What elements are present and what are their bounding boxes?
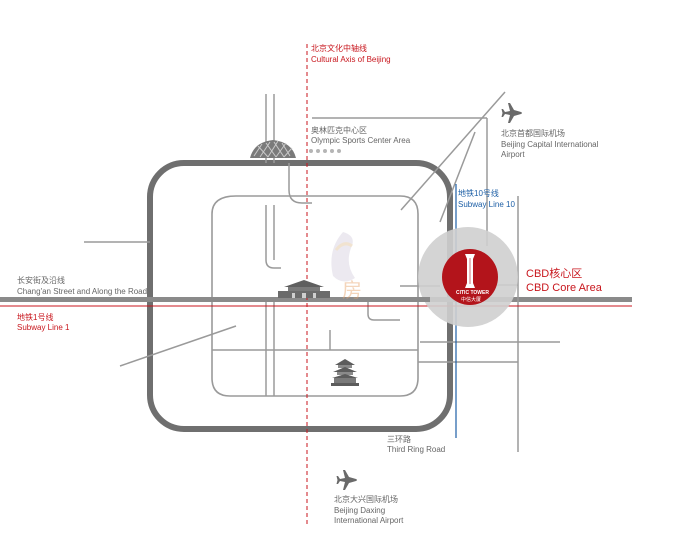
daxing-airport-label-zh: 北京大兴国际机场: [334, 495, 398, 504]
watermark-text: 房: [342, 278, 362, 302]
olympic-venue-dots: [309, 149, 341, 153]
olympic-area-label-en: Olympic Sports Center Area: [311, 136, 411, 145]
subway-10-label-en: Subway Line 10: [458, 200, 515, 209]
cultural-axis-label-en: Cultural Axis of Beijing: [311, 55, 391, 64]
cbd-label-en: CBD Core Area: [526, 282, 602, 294]
cultural-axis-label-zh: 北京文化中轴线: [311, 44, 367, 53]
changan-label-en: Chang'an Street and Along the Road: [17, 287, 148, 296]
airport-expressway: [439, 131, 476, 223]
capital-airport-label-en: Beijing Capital International: [501, 140, 599, 149]
third-ring-label-zh: 三环路: [387, 435, 411, 444]
watermark-logo: [331, 232, 355, 282]
changan-street: [0, 297, 632, 302]
airplane-icon: [336, 470, 357, 490]
subway-1-label-en: Subway Line 1: [17, 323, 70, 332]
road: [367, 302, 400, 321]
bird-nest-icon: [250, 140, 296, 158]
subway-1-label-zh: 地铁1号线: [17, 313, 54, 322]
road: [265, 205, 281, 269]
cbd-label-zh: CBD核心区: [526, 268, 583, 280]
second-ring-road: [211, 195, 419, 397]
third-ring-label-en: Third Ring Road: [387, 445, 446, 454]
citic-tower-zh: 中信大厦: [461, 297, 482, 303]
road: [119, 325, 237, 367]
temple-of-heaven-icon: [331, 359, 359, 386]
road: [288, 163, 312, 204]
capital-airport-label-zh: 北京首都国际机场: [501, 129, 565, 138]
citic-tower-en: CITIC TOWER: [456, 290, 489, 296]
airplane-icon: [501, 103, 522, 123]
capital-airport-label-en2: Airport: [501, 150, 525, 159]
daxing-airport-label-en: Beijing Daxing: [334, 506, 386, 515]
citic-tower-icon: [465, 254, 475, 288]
olympic-area-label-zh: 奥林匹克中心区: [311, 126, 367, 135]
subway-10-label-zh: 地铁10号线: [458, 189, 499, 198]
airport-expressway: [400, 91, 506, 211]
daxing-airport-label-en2: International Airport: [334, 516, 404, 525]
changan-label-zh: 长安街及沿线: [17, 276, 65, 285]
tiananmen-gate-icon: [278, 280, 330, 298]
